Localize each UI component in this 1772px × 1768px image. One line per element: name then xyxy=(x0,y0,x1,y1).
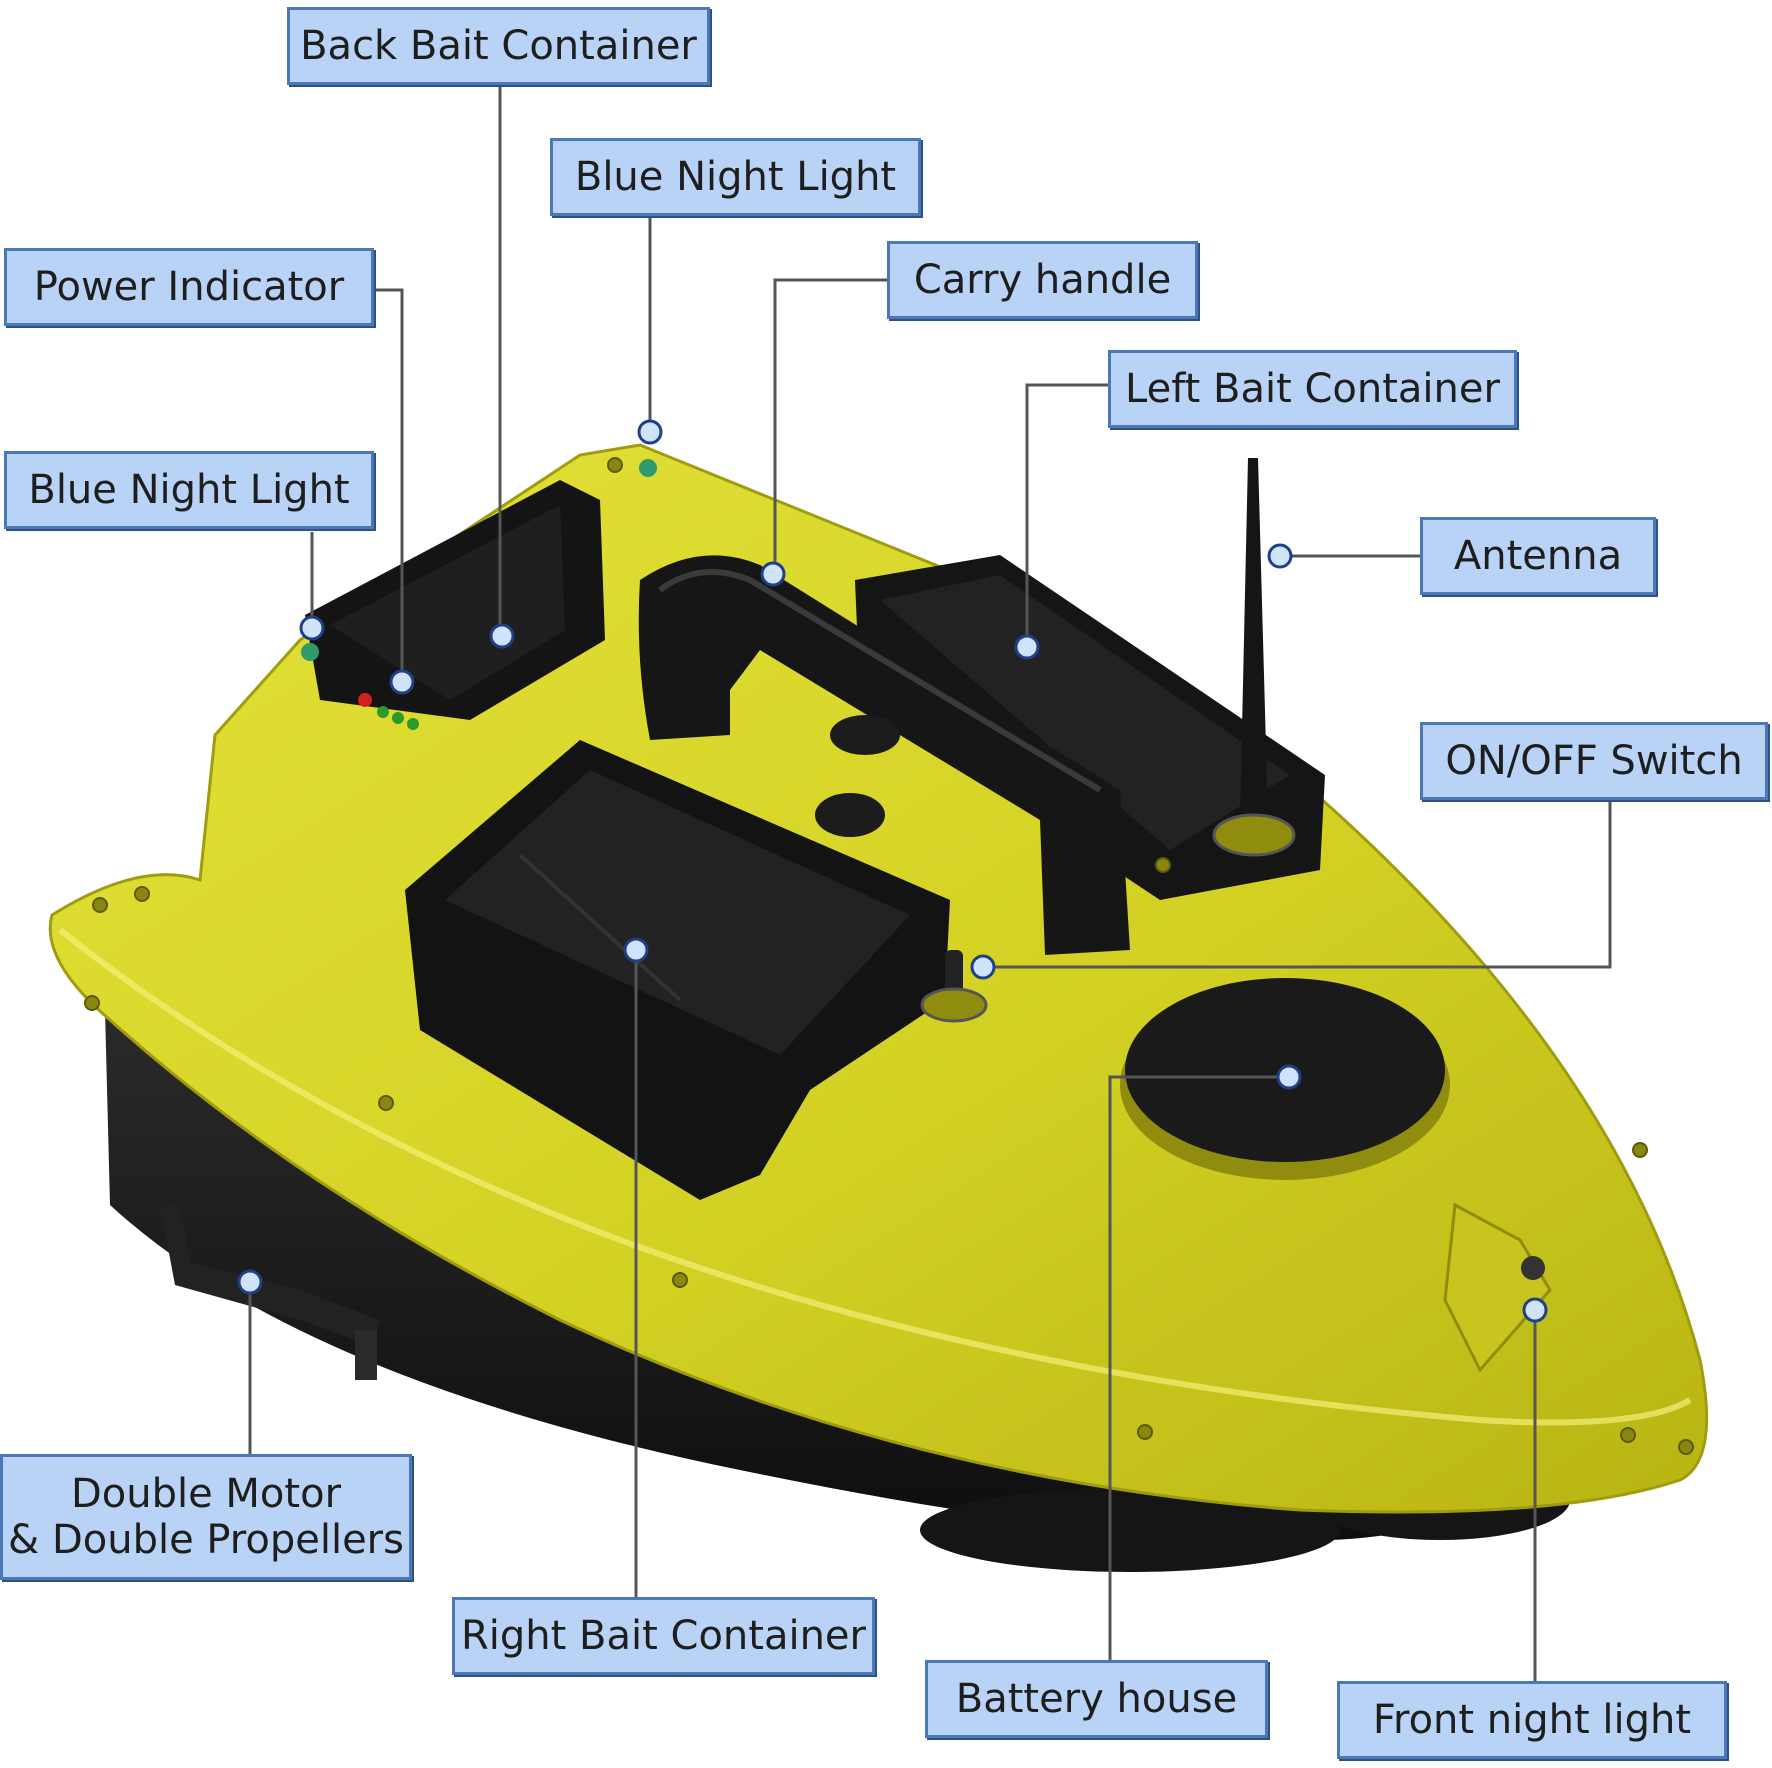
label-text: Front night light xyxy=(1372,1697,1692,1743)
leader-left-bait-container xyxy=(1025,383,1108,647)
label-on-off-switch: ON/OFF Switch xyxy=(1420,722,1768,800)
carry-handle-shape xyxy=(638,555,1130,955)
label-text-line1: Double Motor xyxy=(70,1471,342,1517)
marker-blue-night-light-top xyxy=(637,419,663,445)
motor-bracket xyxy=(160,1205,380,1345)
clip-upper xyxy=(830,715,900,755)
leader-battery-house xyxy=(1108,1075,1289,1660)
label-text: Blue Night Light xyxy=(574,154,897,200)
label-text: Battery house xyxy=(955,1676,1238,1722)
night-light-bulb-left xyxy=(301,643,319,661)
leader-on-off-switch xyxy=(983,799,1612,969)
propeller-shaft xyxy=(355,1330,377,1380)
marker-power-indicator xyxy=(389,669,415,695)
hull-pod-left xyxy=(920,1488,1340,1572)
marker-battery-house xyxy=(1276,1064,1302,1090)
label-carry-handle: Carry handle xyxy=(887,241,1198,319)
label-blue-night-light-left: Blue Night Light xyxy=(4,451,374,529)
led-green-1 xyxy=(377,706,389,718)
label-power-indicator: Power Indicator xyxy=(4,248,374,326)
deck-screws xyxy=(84,457,1694,1455)
label-blue-night-light-top: Blue Night Light xyxy=(550,138,921,216)
deck-rim xyxy=(58,927,1692,1426)
night-light-bulb-top xyxy=(639,459,657,477)
marker-front-night-light xyxy=(1522,1297,1548,1323)
led-green-2 xyxy=(392,712,404,724)
label-text: Right Bait Container xyxy=(461,1613,866,1659)
label-double-motor: Double Motor & Double Propellers xyxy=(0,1454,412,1580)
label-back-bait-container: Back Bait Container xyxy=(287,7,710,85)
marker-blue-night-light-left xyxy=(299,615,325,641)
label-text: Carry handle xyxy=(913,257,1172,303)
marker-right-bait-container xyxy=(623,937,649,963)
label-text: Power Indicator xyxy=(33,264,345,310)
label-battery-house: Battery house xyxy=(925,1660,1268,1738)
label-text: ON/OFF Switch xyxy=(1445,738,1743,784)
leader-carry-handle xyxy=(773,278,887,574)
label-text: Antenna xyxy=(1453,533,1623,579)
marker-left-bait-container xyxy=(1014,634,1040,660)
marker-double-motor xyxy=(237,1269,263,1295)
label-text: Left Bait Container xyxy=(1125,366,1500,412)
label-text: Back Bait Container xyxy=(300,23,697,69)
antenna-base xyxy=(1212,813,1296,857)
front-light-lens xyxy=(1521,1256,1545,1280)
switch-shape xyxy=(945,950,963,1000)
label-right-bait-container: Right Bait Container xyxy=(452,1597,875,1675)
label-left-bait-container: Left Bait Container xyxy=(1108,350,1517,428)
front-light-housing xyxy=(1443,1202,1552,1373)
antenna-shape xyxy=(1240,458,1268,820)
label-text-line2: & Double Propellers xyxy=(8,1517,404,1563)
label-antenna: Antenna xyxy=(1420,517,1656,595)
clip-lower xyxy=(815,793,885,837)
marker-antenna xyxy=(1267,543,1293,569)
marker-on-off-switch xyxy=(970,954,996,980)
leader-power-indicator xyxy=(374,288,404,682)
led-red xyxy=(358,693,372,707)
marker-back-bait-container xyxy=(489,623,515,649)
label-front-night-light: Front night light xyxy=(1337,1681,1727,1759)
led-green-3 xyxy=(407,718,419,730)
label-text: Blue Night Light xyxy=(28,467,350,513)
marker-carry-handle xyxy=(760,561,786,587)
